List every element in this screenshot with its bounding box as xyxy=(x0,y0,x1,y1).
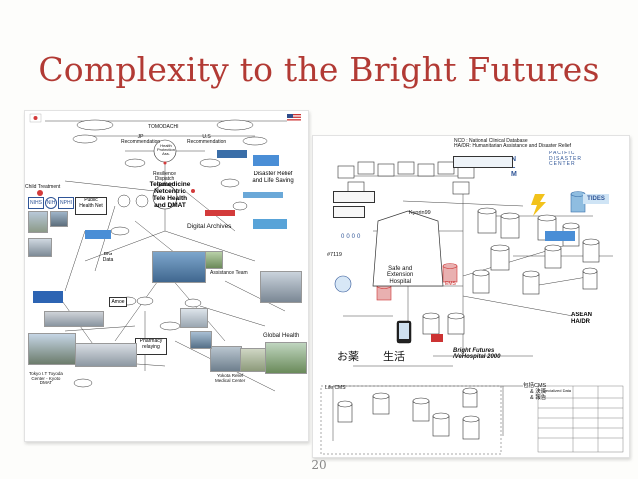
child-treatment-label: Child Treatment xyxy=(25,185,60,190)
photo-hospital xyxy=(28,211,48,233)
photo-people xyxy=(240,348,266,372)
health-protection-label: Health Protection Ass. xyxy=(157,144,175,157)
amoe-box: Amoe xyxy=(109,297,127,307)
photo-boxes xyxy=(44,311,104,327)
photo-stack xyxy=(260,271,302,303)
hello-logo-2 xyxy=(253,155,279,166)
nphi-badge: NPHI xyxy=(58,197,74,209)
jp-logo-3 xyxy=(453,156,513,168)
photo-vehicle xyxy=(75,343,137,367)
seikatsu-label: 生活 xyxy=(383,352,405,364)
photo-field xyxy=(265,342,307,374)
jp-logo-2 xyxy=(333,206,365,218)
ems-label: EMS xyxy=(445,282,456,287)
big-data-box: BIG Data xyxy=(101,252,115,268)
page-number: 20 xyxy=(0,458,638,472)
pacific-disaster-center-logo: PACIFIC DISASTER CENTER xyxy=(549,151,619,175)
hello-logo xyxy=(33,291,63,303)
tomodachi-label: TOMODACHI xyxy=(148,125,178,130)
photo-ambulance xyxy=(180,308,208,328)
disaster-relief-box: Disaster Relief and Life Saving xyxy=(243,171,303,187)
table-header-label: Specialized Data xyxy=(541,389,571,393)
logo-strip xyxy=(243,192,283,198)
us-recommendation-label: U.S Recommendation xyxy=(187,135,226,146)
photo-team xyxy=(28,238,52,257)
okusuri-label: お薬 xyxy=(337,352,359,364)
nihs-badge: NIHS xyxy=(28,197,44,209)
digital-archives-label: Digital Archives xyxy=(187,224,231,231)
kyorin-label: Kyorin99 xyxy=(409,211,431,217)
sph-logo xyxy=(217,150,247,158)
photo-building xyxy=(50,211,68,227)
ehr-cms-label: Life CMS xyxy=(325,386,346,391)
logo-blue-right xyxy=(545,231,575,241)
photo-aircraft xyxy=(152,251,206,283)
photo-ship xyxy=(190,331,212,349)
hello-logo-3 xyxy=(85,230,111,239)
global-health-label: Global Health xyxy=(263,333,299,339)
photo-clinic xyxy=(210,346,242,372)
photo-helicopter xyxy=(28,333,76,365)
akita-logo xyxy=(253,219,287,229)
telemedicine-box: Telemedicine Netcentric Tele Health and … xyxy=(143,181,197,217)
pharmacy-box: Pharmacy relaying xyxy=(135,338,167,355)
photo-map xyxy=(205,251,223,269)
assistance-team-label: Assistance Team xyxy=(210,271,248,276)
safe-hospital-label: Safe and Extension Hospital xyxy=(387,266,413,285)
bright-futures-label: Bright Futures /VeHospital 2000 xyxy=(453,348,500,361)
jp-recommendation-label: JP Recommendation xyxy=(121,135,160,146)
public-health-net-box: Public Health Net xyxy=(75,197,107,215)
tokyo-center-label: Tokyo I.T Toyoda Center - Kyoto DMAT xyxy=(29,372,63,386)
right-diagram-connectors xyxy=(313,136,629,457)
nih-badge: NIH xyxy=(45,197,57,209)
medical-center-label: Yokota Relief Medical Center xyxy=(215,374,245,383)
code-digits: 0000 xyxy=(341,234,362,240)
code-7119-label: #7119 xyxy=(327,253,342,259)
jp-logo-1 xyxy=(333,191,375,203)
asean-label: ASEAN HA/DR xyxy=(571,312,621,330)
left-diagram-panel: TOMODACHI JP Recommendation U.S Recommen… xyxy=(24,110,309,442)
tides-logo: TIDES xyxy=(583,194,609,204)
right-diagram-panel: NCD : National Clinical Database HA/DR: … xyxy=(312,135,630,458)
slide-title: Complexity to the Bright Futures xyxy=(0,50,638,89)
ncd-header-text: NCD : National Clinical Database HA/DR: … xyxy=(454,139,571,150)
